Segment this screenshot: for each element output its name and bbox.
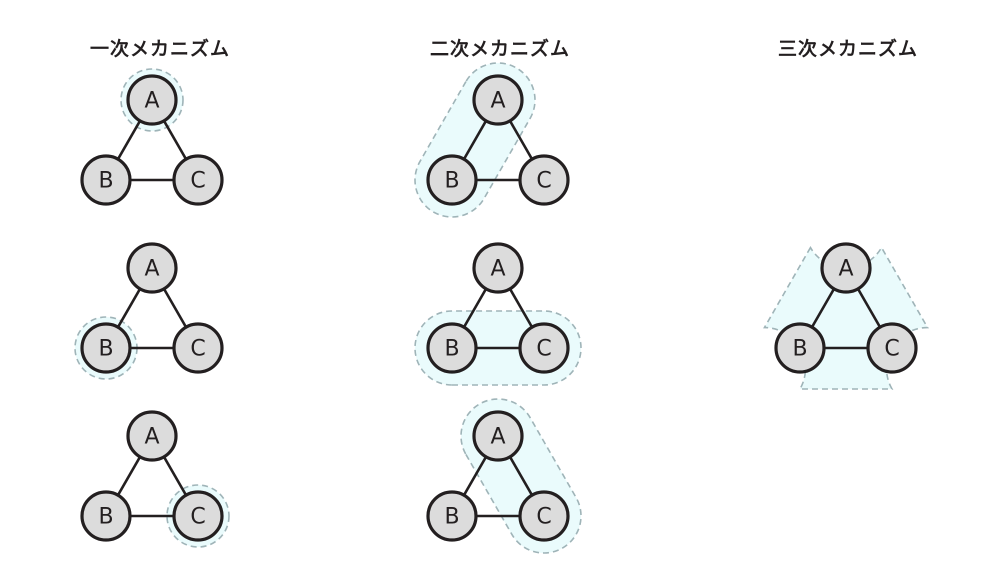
triangle-diagram: A B C bbox=[426, 398, 582, 554]
node-a bbox=[472, 242, 524, 294]
triangle-diagram: A B C bbox=[74, 242, 224, 380]
node-label-a: A bbox=[144, 425, 159, 450]
node-a bbox=[126, 74, 178, 126]
node-c bbox=[518, 490, 570, 542]
node-b bbox=[426, 490, 478, 542]
node-label-a: A bbox=[490, 89, 505, 114]
node-label-b: B bbox=[444, 169, 459, 194]
node-label-c: C bbox=[536, 505, 551, 530]
node-label-b: B bbox=[98, 337, 113, 362]
node-label-c: C bbox=[536, 169, 551, 194]
node-a bbox=[126, 242, 178, 294]
node-label-b: B bbox=[444, 337, 459, 362]
node-b bbox=[80, 322, 132, 374]
node-label-c: C bbox=[884, 337, 899, 362]
triangle-diagram: A B C bbox=[80, 68, 224, 206]
node-c bbox=[518, 322, 570, 374]
node-b bbox=[80, 490, 132, 542]
node-label-c: C bbox=[190, 337, 205, 362]
node-label-b: B bbox=[98, 505, 113, 530]
node-b bbox=[774, 322, 826, 374]
triangle-diagram: A B C bbox=[414, 242, 582, 386]
column-title-primary: 一次メカニズム bbox=[89, 38, 230, 60]
triangle-diagram: A B C bbox=[414, 62, 570, 218]
node-label-a: A bbox=[490, 425, 505, 450]
node-a bbox=[126, 410, 178, 462]
node-c bbox=[866, 322, 918, 374]
node-label-c: C bbox=[190, 505, 205, 530]
node-label-a: A bbox=[838, 257, 853, 282]
node-label-c: C bbox=[190, 169, 205, 194]
node-label-a: A bbox=[144, 89, 159, 114]
node-a bbox=[820, 242, 872, 294]
node-label-a: A bbox=[490, 257, 505, 282]
node-a bbox=[472, 74, 524, 126]
node-label-c: C bbox=[536, 337, 551, 362]
node-label-b: B bbox=[792, 337, 807, 362]
node-label-b: B bbox=[98, 169, 113, 194]
triangle-diagram: A B C bbox=[763, 242, 929, 390]
node-label-b: B bbox=[444, 505, 459, 530]
node-label-a: A bbox=[144, 257, 159, 282]
triangle-diagram: A B C bbox=[80, 410, 230, 548]
column-title-tertiary: 三次メカニズム bbox=[777, 38, 918, 60]
node-a bbox=[472, 410, 524, 462]
node-b bbox=[426, 322, 478, 374]
node-c bbox=[518, 154, 570, 206]
node-b bbox=[426, 154, 478, 206]
node-b bbox=[80, 154, 132, 206]
node-c bbox=[172, 154, 224, 206]
node-c bbox=[172, 322, 224, 374]
node-c bbox=[172, 490, 224, 542]
column-title-secondary: 二次メカニズム bbox=[429, 38, 570, 60]
